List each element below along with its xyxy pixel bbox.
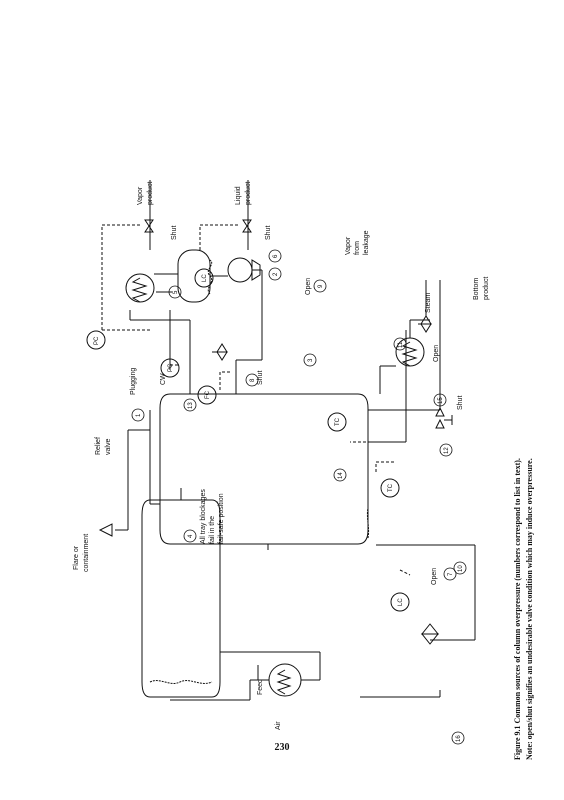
diagram-text: 11	[398, 341, 404, 348]
shut-label-1: Shut	[257, 371, 264, 385]
transfer-control-valve	[420, 623, 440, 645]
main-column-liquid-level	[366, 507, 370, 539]
numbered-circle	[453, 561, 467, 575]
bottom-product-2: product	[483, 277, 490, 300]
numbered-circle	[443, 567, 457, 581]
lc-reflux-drum	[194, 268, 214, 288]
open-label-3: Open	[433, 345, 440, 362]
numbered-circle	[451, 731, 465, 745]
pc-top-label: PC	[94, 336, 100, 345]
page-number: 230	[274, 742, 290, 753]
liquid-product-1: Liquid	[235, 186, 242, 205]
fc-reflux	[197, 385, 217, 405]
numbered-circle	[439, 443, 453, 457]
fc-label: FC	[205, 390, 211, 399]
numbered-circle	[183, 529, 197, 543]
diagram-text: 8	[250, 378, 256, 382]
flare-arrow	[98, 523, 113, 537]
diagram-text: 14	[338, 472, 344, 479]
figure-caption-line2: Note: open/shut signifies an undesirable…	[525, 458, 534, 760]
first-column-liquid-level	[149, 680, 213, 684]
shut-label-3: Shut	[265, 226, 272, 240]
numbered-circle	[333, 468, 347, 482]
diagram-text: 12	[444, 447, 450, 454]
lc-first-label: LC	[398, 598, 404, 606]
all-tray-2: fail in the	[209, 516, 216, 544]
air-label: Air	[275, 721, 282, 730]
numbered-circle	[303, 353, 317, 367]
diagram-text: 2	[273, 272, 279, 276]
all-tray-1: All tray blockages	[200, 489, 207, 544]
diagram-line	[242, 219, 252, 233]
vapor-product-1: Vapor	[137, 186, 144, 205]
open-label-1: Open	[431, 568, 438, 585]
steam-label: Steam	[425, 293, 432, 313]
flare-label-2: containment	[83, 534, 90, 572]
flare-label-1: Flare or	[73, 545, 80, 570]
open-label-2: Open	[305, 278, 312, 295]
numbered-circle	[433, 393, 447, 407]
vapor-leak-1: Vapor	[345, 236, 352, 255]
pc-condenser-label: PC	[168, 363, 174, 372]
tc-bottom	[380, 478, 400, 498]
diagram-text: 1	[136, 413, 142, 417]
feed-label: Feed	[257, 679, 264, 695]
diagram-text: 7	[448, 572, 454, 576]
pc-top	[86, 330, 106, 350]
shut-label-2: Shut	[171, 226, 178, 240]
diagram-line	[399, 569, 411, 576]
diagram-line	[251, 259, 261, 281]
diagram-line	[131, 277, 148, 303]
pc-condenser	[160, 358, 180, 378]
numbered-circle	[168, 285, 182, 299]
figure-caption-line1: Figure 9.1 Common sources of column over…	[513, 458, 522, 760]
numbered-circle	[268, 267, 282, 281]
main-column-vessel	[159, 393, 369, 545]
all-tray-3: fail-safe position	[218, 493, 225, 544]
liquid-product-2: product	[245, 182, 252, 205]
vapor-leak-2: from	[354, 241, 361, 255]
diagram-text: 9	[318, 284, 324, 288]
numbered-circle	[131, 408, 145, 422]
plugging-label: Plugging	[130, 368, 137, 395]
diagram-text: 16	[456, 735, 462, 742]
first-column-vessel	[141, 499, 221, 698]
tc-steam-label: TC	[335, 417, 341, 426]
numbered-circle	[313, 279, 327, 293]
diagram-line	[401, 341, 418, 367]
tc-steam	[327, 412, 347, 432]
diagram-line	[435, 406, 445, 417]
cw-label: CW	[160, 373, 167, 385]
diagram-text: 3	[308, 358, 314, 362]
diagram-line	[435, 418, 445, 429]
diagram-text: 6	[273, 254, 279, 258]
diagram-line	[144, 219, 154, 233]
reflux-pump	[227, 257, 253, 283]
numbered-circle	[183, 398, 197, 412]
relief-label-1: Relief	[95, 437, 102, 455]
diagram-line	[276, 669, 292, 695]
diagram-text: 13	[188, 402, 194, 409]
diagram-text: 5	[173, 290, 179, 294]
lc-first-column	[390, 592, 410, 612]
tc-bottom-label: TC	[388, 483, 394, 492]
numbered-circle	[245, 373, 259, 387]
diagram-text: 10	[458, 565, 464, 572]
numbered-circle	[268, 249, 282, 263]
bottom-product-1: Bottom	[473, 278, 480, 300]
relief-label-2: valve	[105, 439, 112, 455]
diagram-text: 4	[188, 534, 194, 538]
lc-drum-label: LC	[202, 274, 208, 282]
diagram-text: 15	[438, 397, 444, 404]
vapor-product-2: product	[147, 182, 154, 205]
numbered-circle	[393, 337, 407, 351]
shut-label-4: Shut	[457, 396, 464, 410]
vapor-leak-3: leakage	[363, 230, 370, 255]
